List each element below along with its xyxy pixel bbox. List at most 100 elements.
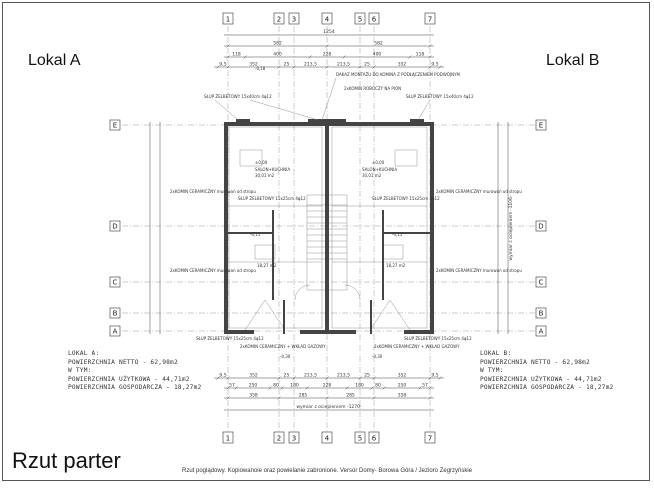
axis-marker-box [321,431,333,444]
wall-note-right: 2xKOMIN CERAMICZNY murowań od stropu [436,189,522,194]
wall-note-right: 2xKOMIN CERAMICZNY murowań od stropu [436,268,522,273]
axis-marker-box [273,431,285,444]
axis-marker-box [535,325,547,337]
dimension-tick [428,44,432,48]
dimension-value: 228 [323,383,332,389]
axis-marker-box [535,220,547,232]
dimension-value: 80 [273,383,279,389]
dimension-tick [372,65,376,69]
dimension-tick [325,65,329,69]
axis-label-column: 2 [277,435,281,443]
dimension-tick [372,396,376,400]
dimension-value: 228 [323,52,332,58]
dimension-value: 400 [273,52,282,58]
dimension-tick [234,386,238,390]
dimension-tick [292,376,296,380]
dimension-tick [345,386,349,390]
axis-marker-box [273,12,285,25]
area-line: POWIERZCHNIA UŻYTKOWA - 44,71m2 [68,375,190,383]
dimension-tick [428,376,432,380]
dimension-value: 250 [398,383,407,389]
axis-label-column: 6 [372,435,377,443]
dimension-tick [428,396,432,400]
area-line: POWIERZCHNIA NETTO - 62,98m2 [68,358,178,366]
dimension-value: 25 [364,62,370,68]
axis-label-row: E [113,122,117,130]
room-b1-area: 30,01 m2 [362,173,382,178]
axis-label-row: B [539,310,544,318]
dimension-tick [226,55,230,59]
dimension-tick [325,396,329,400]
dimension-value: 80 [375,383,381,389]
post-label-b-bottom: SŁUP ŻELBETOWY 15x25cm 4φ12 [404,336,472,341]
area-line: LOKAL B: [480,350,512,357]
axis-marker-box [368,12,380,25]
plan-title: Rzut parter [12,448,121,473]
level-mark: -0,15 [392,232,403,237]
axis-marker-box [424,431,436,444]
wall-note-left: 2xKOMIN CERAMICZNY murowań od stropu [170,189,256,194]
level-mark: -0,18 [255,66,266,71]
axis-marker-box [222,12,234,25]
post-label-a: SŁUP ŻELBETOWY 15x25cm 4φ12 [238,196,306,201]
axis-label-row: D [538,223,543,231]
dimension-value: 358 [398,393,407,399]
dimension-value: 180 [290,383,299,389]
dimension-tick [408,55,412,59]
dimension-tick [438,65,442,69]
axis-label-row: A [113,328,118,336]
dimension-value: 9,5 [431,62,438,68]
dimension-value: 358 [249,393,258,399]
dimension-value: 213,5 [337,62,350,68]
dimension-tick [226,65,230,69]
dimension-tick [226,376,230,380]
axis-label-row: C [539,279,544,287]
dimension-value: 57 [422,383,428,389]
dimension-value: 9,5 [431,373,438,379]
dimension-value: 25 [364,373,370,379]
dimension-tick [277,396,281,400]
axis-label-row: D [112,223,117,231]
dimension-tick [325,376,329,380]
axis-marker-box [109,119,121,131]
lokal-a-heading: Lokal A [28,52,81,69]
bottom-note-b: 2xKOMIN CERAMICZNY + WKŁAD GAZOWY [374,344,460,349]
level-mark: ±0,00 [372,160,385,165]
dimension-tick [292,65,296,69]
chimney-label: 2xKOMIN ROBOCZY NA PION [344,86,401,91]
axis-label-row: E [539,122,543,130]
lokal-a-area-summary: LOKAL A: POWIERZCHNIA NETTO - 62,98m2 W … [68,350,201,393]
dimension-value: 582 [374,41,383,47]
area-line: W TYM: [480,367,504,375]
post-label-a-bottom: SŁUP ŻELBETOWY 15x25cm 4φ12 [196,336,264,341]
dimension-tick [325,44,329,48]
dimension-tick [308,55,312,59]
dimension-value: 118 [416,52,425,58]
axis-marker-box [288,12,300,25]
dimension-tick [428,65,432,69]
dimension-tick [226,386,230,390]
drawing-frame [2,2,650,481]
level-mark: ±0,00 [255,160,268,165]
dimension-value: 352 [249,62,258,68]
dimension-value: 9,5 [219,373,226,379]
chimney-note: DAKAZ MONTAŻU DO KOMINA Z PODŁĄCZENIEM P… [336,72,461,77]
area-line: POWIERZCHNIA GOSPODARCZA - 18,27m2 [68,384,202,392]
area-line: POWIERZCHNIA NETTO - 62,98m2 [480,358,590,366]
axis-label-row: C [113,279,118,287]
axis-marker-box [535,307,547,319]
dimension-value: 582 [273,41,282,47]
dimension-tick [243,55,247,59]
dimension-value: 250 [249,383,258,389]
walls [224,119,434,334]
axis-marker-box [368,431,380,444]
axis-marker-box [354,12,366,25]
dimension-value: 213,5 [304,373,317,379]
axis-marker-box [535,119,547,131]
dimension-tick [216,376,220,380]
dimension-value: 352 [398,62,407,68]
dimension-tick [216,65,220,69]
axis-label-column: 7 [428,16,432,24]
wall-note-left: 2xKOMIN CERAMICZNY murowań od stropu [170,268,256,273]
